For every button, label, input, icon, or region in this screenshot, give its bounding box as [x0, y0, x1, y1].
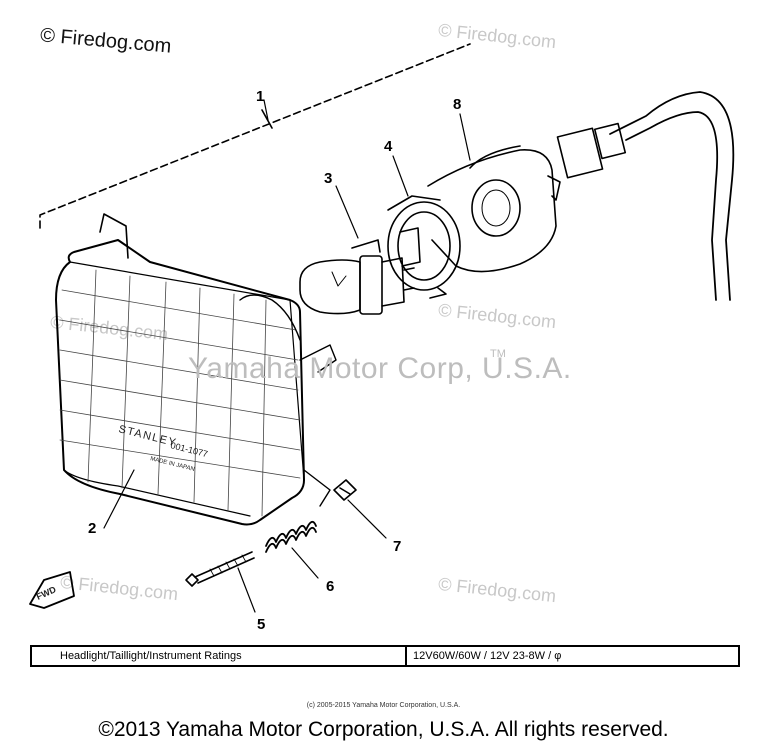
callout-6: 6	[326, 578, 335, 595]
headlight-lens	[55, 213, 337, 526]
lens-origin-text: MADE IN JAPAN	[150, 456, 196, 473]
wiring-harness	[556, 91, 735, 301]
bulb	[299, 239, 415, 315]
clip-nut	[333, 479, 357, 501]
ratings-table: Headlight/Taillight/Instrument Ratings 1…	[30, 645, 740, 667]
callout-5: 5	[257, 616, 266, 633]
rubber-cover	[427, 145, 561, 273]
bulb-holder	[387, 195, 461, 299]
assembly-bracket-line	[39, 43, 471, 229]
fwd-arrow-icon	[29, 571, 75, 609]
callout-8: 8	[453, 96, 462, 113]
callout-2: 2	[88, 520, 97, 537]
callout-3: 3	[324, 170, 333, 187]
callout-4: 4	[384, 138, 393, 155]
headlight-exploded-diagram: STANLEY 001-1077 MADE IN JAPAN FWD	[29, 43, 735, 613]
lens-brand-text: STANLEY	[117, 423, 178, 449]
ratings-label: Headlight/Taillight/Instrument Ratings	[32, 647, 407, 665]
callout-1: 1	[256, 88, 265, 105]
small-copyright: (c) 2005-2015 Yamaha Motor Corporation, …	[306, 702, 461, 709]
watermark-trademark: TM	[490, 348, 506, 360]
ratings-value: 12V60W/60W / 12V 23-8W / φ	[413, 650, 562, 662]
watermark-yamaha-corp: Yamaha Motor Corp, U.S.A.	[188, 352, 572, 385]
spring	[265, 520, 317, 553]
callout-7: 7	[393, 538, 402, 555]
fwd-label: FWD	[35, 584, 58, 602]
leader-lines	[103, 99, 471, 613]
lens-model-text: 001-1077	[170, 440, 209, 459]
copyright-notice: ©2013 Yamaha Motor Corporation, U.S.A. A…	[98, 718, 669, 741]
adjusting-screw	[185, 551, 255, 587]
